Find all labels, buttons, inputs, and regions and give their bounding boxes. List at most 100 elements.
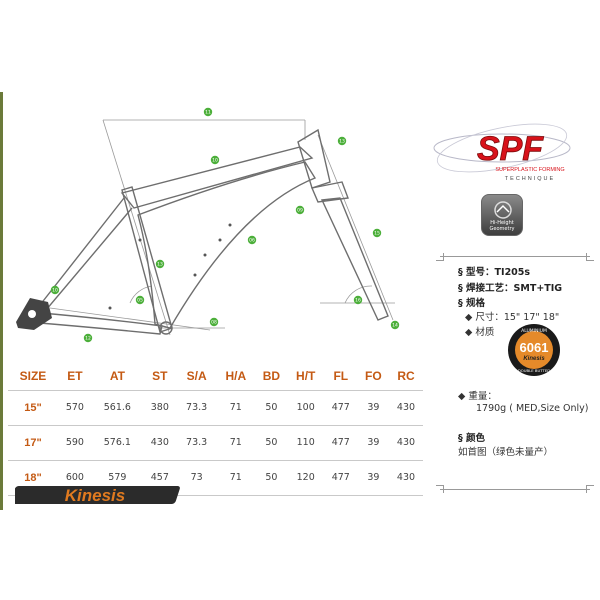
spec-size-title: § 规格 [458,298,486,309]
dimension-marker-label: 05 [137,298,143,304]
dimension-marker: 10 [210,155,220,165]
fork-leg [320,197,389,321]
spec-panel [436,253,594,493]
dimension-marker: 15 [372,228,382,238]
table-cell: 50 [255,425,288,461]
table-header-row: SIZE ET AT ST S/A H/A BD H/T FL FO RC [8,362,423,391]
size-cell: 17" [8,425,58,461]
table-cell: 50 [255,460,288,496]
table-cell: 39 [357,460,389,496]
spec-size: ◆ 尺寸：15" 17" 18" [465,312,560,323]
dimension-marker-label: 16 [355,298,361,304]
dimension-marker-label: 10 [212,158,218,164]
top-tube [120,146,314,209]
dimension-marker: 13 [155,259,165,269]
table-cell: 477 [323,425,358,461]
badge-bottom-text: DOUBLE BUTTED [518,368,550,373]
table-cell: 570 [57,390,92,426]
frame-geometry-diagram: 11 13 10 15 13 16 08 14 12 05 06 09 10 [16,107,400,343]
head-angle-arc [344,285,373,304]
hi-height-badge: Hi-Height Geometry [481,194,523,236]
dimension-marker: 13 [337,136,347,146]
spec-model: § 型号：TI205s [458,267,531,278]
kinesis-logo: Kinesis [15,486,180,505]
table-cell: 477 [323,390,358,426]
table-cell: 477 [323,460,358,496]
size-cell: 15" [8,390,58,426]
table-cell: 120 [287,460,324,496]
dimension-marker: 16 [353,295,363,305]
table-cell: 561.6 [91,390,143,426]
table-cell: 380 [142,390,177,426]
dimension-marker-label: 13 [339,139,345,145]
wheelbase-line [49,307,211,331]
geometry-table: SIZE ET AT ST S/A H/A BD H/T FL FO RC 15… [8,362,423,496]
table-cell: 39 [357,390,389,426]
col-header-size: SIZE [8,362,58,391]
dimension-marker-label: 15 [374,231,380,237]
spec-color-value: 如首图（绿色未量产） [458,447,554,458]
badge-top-text: ALUMINIUM [521,328,547,334]
table-cell: 71 [216,460,256,496]
left-accent-bar [0,92,3,510]
col-header-sa: S/A [176,362,217,391]
table-cell: 73 [176,460,217,496]
fork-axis-line [317,134,394,321]
col-header-rc: RC [388,362,423,391]
spf-logo: SPF SUPERPLASTIC FORMING TECHNIQUE [433,123,571,182]
dimension-marker-label: 12 [85,336,91,342]
col-header-fo: FO [357,362,389,391]
table-cell: 576.1 [91,425,143,461]
seat-angle-arc [129,285,153,304]
col-header-ha: H/A [216,362,256,391]
dimension-marker: 05 [135,295,145,305]
col-header-et: ET [57,362,92,391]
dimension-marker: 11 [203,107,213,117]
table-cell: 110 [287,425,324,461]
panel-corner [586,485,594,493]
aluminium-6061-badge: ALUMINIUM 6061 Kinesis DOUBLE BUTTED [508,324,560,376]
dimension-marker: 12 [83,333,93,343]
dimension-marker-label: 13 [157,262,163,268]
dimension-marker: 14 [390,320,400,330]
col-header-at: AT [91,362,143,391]
spec-weight-value: 1790g ( MED,Size Only) [476,403,589,414]
table-cell: 430 [388,390,423,426]
table-cell: 50 [255,390,288,426]
table-cell: 100 [287,390,324,426]
table-cell: 73.3 [176,390,217,426]
dimension-marker-label: 06 [249,238,255,244]
panel-corner [436,253,444,261]
table-cell: 430 [142,425,177,461]
table-cell: 430 [388,460,423,496]
spf-subtitle-2: TECHNIQUE [505,176,555,182]
hi-height-badge-text: Hi-Height Geometry [489,220,515,232]
chain-stay [27,311,163,335]
bike-icon [494,201,512,219]
dimension-marker-label: 09 [297,208,303,214]
head-tube [297,128,331,189]
spf-subtitle-1: SUPERPLASTIC FORMING [495,167,564,173]
dimension-marker: 08 [209,317,219,327]
dimension-marker-label: 10 [52,288,58,294]
spec-color-title: § 颜色 [458,433,486,444]
seat-axis-line [102,119,171,336]
col-header-ht: H/T [287,362,324,391]
kinesis-logo-text: Kinesis [65,486,125,505]
table-cell: 71 [216,390,256,426]
dimension-marker: 06 [247,235,257,245]
bottom-bracket [159,321,173,335]
spec-weight-label: ◆ 重量： [458,391,497,402]
down-tube [137,161,317,329]
spec-weld: § 焊接工艺：SMT+TIG [458,283,563,294]
rear-dropout [16,298,52,330]
dimension-marker: 10 [50,285,60,295]
table-cell: 590 [57,425,92,461]
table-cell: 73.3 [176,425,217,461]
dimension-marker-label: 14 [392,323,398,329]
col-header-st: ST [142,362,177,391]
table-cell: 71 [216,425,256,461]
